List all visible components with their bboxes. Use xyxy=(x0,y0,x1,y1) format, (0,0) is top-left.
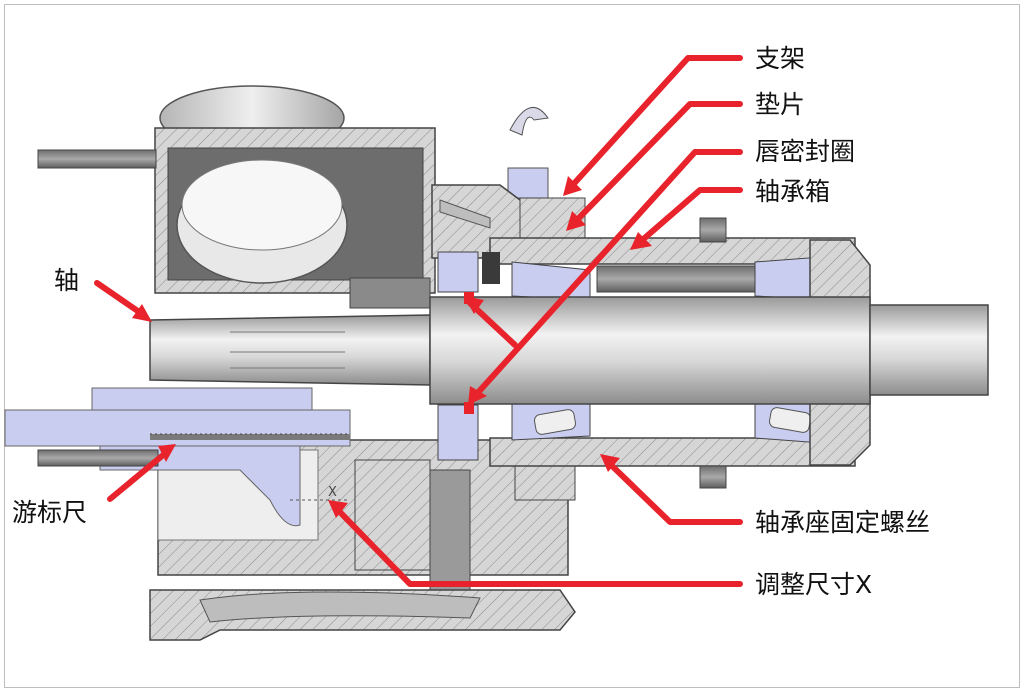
label-shaft: 轴 xyxy=(54,266,80,295)
arrow-lip-seal xyxy=(471,149,743,400)
bracket-assembly xyxy=(431,107,586,259)
label-adjust-size: 调整尺寸X xyxy=(755,570,873,599)
figure-frame xyxy=(4,4,1020,688)
dimension-x-mark: X xyxy=(328,485,337,500)
arrow-seal-upper xyxy=(467,300,518,348)
arrow-shim xyxy=(572,101,743,225)
label-bracket: 支架 xyxy=(755,44,806,73)
label-housing-screw: 轴承座固定螺丝 xyxy=(755,508,931,537)
left-housing xyxy=(37,85,436,309)
arrow-heads xyxy=(132,176,652,518)
label-bearing-box: 轴承箱 xyxy=(755,177,831,206)
dimension-x: X xyxy=(290,485,350,501)
seal-area xyxy=(437,251,500,461)
arrow-housing-screw xyxy=(605,459,743,525)
arrow-caliper xyxy=(107,448,171,502)
arrow-shaft xyxy=(94,280,148,319)
shaft xyxy=(149,296,989,405)
label-lip-seal: 唇密封圈 xyxy=(755,137,856,166)
arrow-adjust-size xyxy=(333,505,743,587)
label-shim: 垫片 xyxy=(755,90,806,119)
label-caliper: 游标尺 xyxy=(12,498,88,527)
leader-arrows xyxy=(94,55,743,587)
arrow-bearing-box xyxy=(637,187,743,245)
arrow-bracket xyxy=(567,55,743,191)
